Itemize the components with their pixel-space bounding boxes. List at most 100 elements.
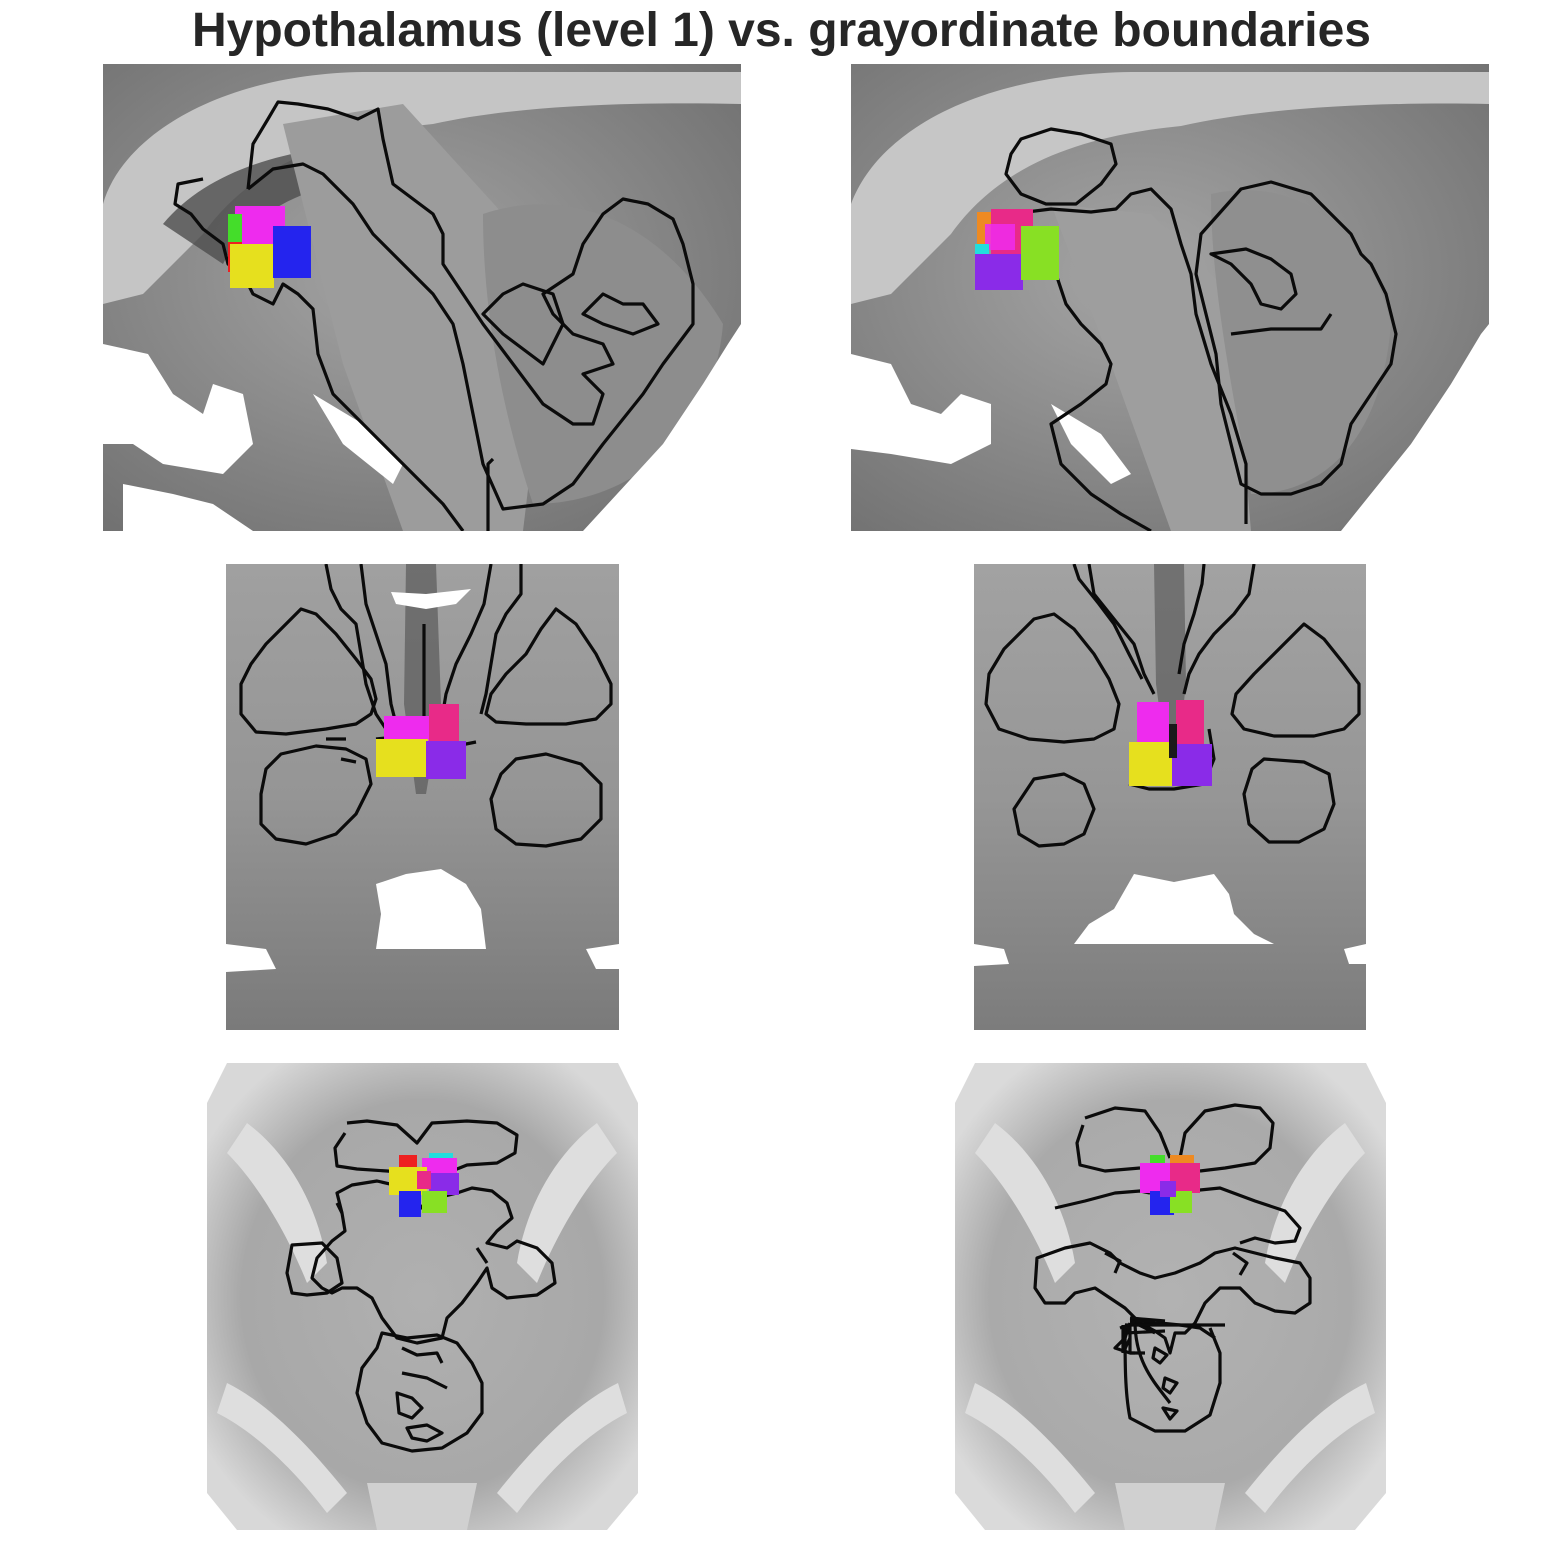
brainstem-region (1051, 204, 1251, 531)
grayordinate-boundary (405, 1423, 444, 1443)
grayordinate-boundary (1004, 127, 1118, 206)
white-matter (217, 1383, 347, 1513)
grayordinate-boundary (1129, 1319, 1136, 1327)
grayordinate-boundary (1128, 728, 1216, 791)
grayordinate-boundary (401, 1371, 448, 1390)
grayordinate-boundary (359, 564, 398, 725)
white-matter (367, 1483, 477, 1530)
parcel-purple (1160, 1181, 1176, 1197)
white-region (376, 869, 486, 949)
sagittal-slice-right (851, 64, 1489, 531)
white-matter (517, 1123, 617, 1283)
white-region (1341, 324, 1489, 531)
grayordinate-boundary (1033, 1241, 1312, 1355)
white-region (586, 944, 619, 969)
grayordinate-boundary (484, 607, 613, 726)
grayordinate-boundary (1230, 313, 1333, 336)
grayordinate-boundary (1161, 1406, 1179, 1421)
grayordinate-boundary (1194, 180, 1398, 496)
grayordinate-boundary (1182, 564, 1256, 695)
brain-background (955, 1063, 1386, 1530)
grayordinate-boundary (335, 1202, 344, 1214)
parcel-overlay (1129, 700, 1212, 786)
parcel-blue (399, 1191, 421, 1217)
grayordinate-boundary (1084, 1106, 1172, 1159)
midline-dark (1154, 564, 1186, 744)
grayordinate-boundary (1012, 772, 1096, 848)
parcel-purple (429, 1173, 459, 1195)
grayordinate-boundary (340, 757, 357, 764)
parcel-magenta (985, 224, 1015, 250)
white-region (313, 394, 403, 484)
grayordinate-boundary (1104, 1251, 1122, 1274)
grayordinate-boundary (401, 1346, 444, 1364)
grayordinate-boundary (239, 607, 378, 736)
grayordinate-boundary (475, 1247, 489, 1264)
parcel-purple (426, 741, 466, 779)
coronal-slice-right (974, 564, 1366, 1030)
grayordinate-boundary (1178, 1103, 1275, 1173)
grayordinate-boundary (1177, 564, 1206, 675)
grayordinate-boundary (395, 1391, 424, 1420)
grayordinate-boundary (489, 752, 603, 848)
grayordinate-boundary (246, 100, 695, 511)
grayordinate-boundary (1230, 622, 1361, 738)
grayordinate-boundary (1124, 1329, 1166, 1335)
cerebellum-region (483, 204, 723, 504)
white-region (1051, 404, 1131, 484)
parcel-lime (1021, 226, 1059, 280)
parcel-overlay (376, 704, 466, 779)
white-region (1344, 944, 1366, 964)
brain-background (207, 1063, 638, 1530)
grayordinate-boundary (1151, 1346, 1169, 1365)
grayordinate-boundary (481, 282, 565, 366)
white-region (583, 324, 741, 531)
white-matter (497, 1383, 627, 1513)
white-region (226, 944, 276, 972)
parcel-green (228, 214, 242, 242)
axial-slice-right (955, 1063, 1386, 1530)
grayordinate-boundary (310, 1179, 557, 1345)
grayordinate-boundary (1010, 187, 1248, 524)
grayordinate-boundary (1049, 273, 1152, 531)
axial-slice-left (207, 1063, 638, 1530)
grayordinate-boundary (324, 564, 397, 736)
grayordinate-boundary (581, 292, 660, 336)
grayordinate-boundary (173, 177, 465, 531)
coronal-slice-left (226, 564, 619, 1030)
white-matter (975, 1123, 1075, 1283)
grayordinate-boundary (1072, 564, 1144, 680)
parcel-overlay (1140, 1155, 1200, 1215)
white-region (974, 944, 1009, 966)
parcel-blue (273, 226, 311, 278)
parcel-overlay (389, 1153, 459, 1217)
white-region (123, 484, 253, 531)
corpus-callosum (851, 72, 1489, 304)
grayordinate-boundary (1232, 1251, 1249, 1276)
parcel-overlay (975, 209, 1059, 290)
grayordinate-boundary (355, 1331, 484, 1453)
white-region (103, 344, 253, 474)
white-region (391, 589, 471, 609)
white-region (851, 354, 991, 464)
parcel-yellow (230, 244, 274, 288)
grayordinate-boundary (486, 457, 495, 531)
parcel-pink (417, 1171, 431, 1189)
grayordinate-boundary (1242, 757, 1336, 844)
parcel-yellow (1129, 742, 1173, 786)
white-matter (1245, 1383, 1375, 1513)
grayordinate-boundary (1189, 1186, 1302, 1245)
grayordinate-boundary (1209, 247, 1298, 311)
grayordinate-boundary (984, 612, 1121, 744)
cerebellum-region (1211, 190, 1391, 494)
grayordinate-boundary (439, 564, 493, 725)
parcel-lime (422, 1191, 447, 1213)
grayordinate-boundary (1075, 1124, 1141, 1173)
parcel-purple (1172, 744, 1212, 786)
grayordinate-boundary (1123, 1324, 1222, 1433)
parcel-pink (1176, 700, 1204, 752)
grayordinate-boundary (1161, 1376, 1179, 1395)
parcel-yellow (376, 739, 428, 777)
midline-gap (1169, 724, 1177, 758)
grayordinate-boundary (259, 744, 373, 846)
